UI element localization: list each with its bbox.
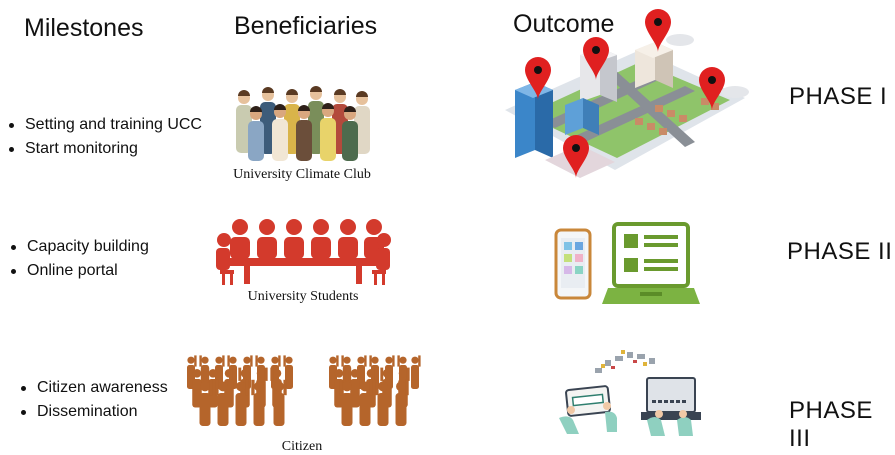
beneficiary-caption: Citizen (281, 439, 323, 454)
row3-milestones: Citizen awareness Dissemination (20, 376, 168, 424)
phase-label: PHASE III (789, 397, 873, 452)
phase-label: PHASE II (787, 238, 893, 265)
phone-laptop-portal-icon (554, 222, 700, 304)
row2-milestones: Capacity building Online portal (10, 235, 149, 283)
phase-label: PHASE I (789, 83, 888, 110)
meeting-table-icon (216, 219, 391, 285)
milestone-item: Capacity building (10, 235, 149, 259)
milestone-item: Online portal (10, 259, 149, 283)
milestone-item: Citizen awareness (20, 376, 168, 400)
beneficiaries-header: Beneficiaries (234, 12, 378, 40)
milestone-item: Setting and training UCC (8, 113, 202, 137)
city-map-pins-illustration (505, 9, 749, 178)
beneficiary-caption: University Students (247, 289, 359, 304)
outcome-header: Outcome (513, 10, 615, 38)
crowd-icon (187, 355, 421, 426)
group-of-people-illustration (236, 86, 370, 161)
map-pin-icon (525, 9, 725, 178)
row1-milestones: Setting and training UCC Start monitorin… (8, 113, 202, 161)
beneficiary-caption: University Climate Club (233, 167, 371, 182)
milestones-header: Milestones (24, 14, 144, 42)
milestone-item: Start monitoring (8, 137, 202, 161)
data-transfer-illustration (559, 350, 701, 436)
milestone-item: Dissemination (20, 400, 168, 424)
